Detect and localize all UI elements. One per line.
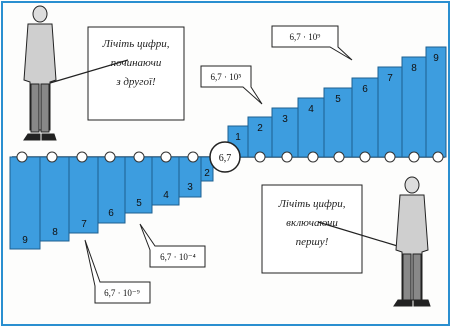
right-bar-7	[377, 66, 403, 158]
bubble-left-line3: з другої!	[116, 76, 156, 88]
right-bar-6	[351, 77, 379, 158]
right-digits: 1 2 3 4 5 6 7 8 9	[235, 53, 439, 143]
right-bar-4	[297, 97, 325, 158]
scale-label-top-mid: 6,7 · 10⁵	[211, 72, 242, 82]
right-digit: 5	[335, 94, 341, 105]
right-digit: 3	[282, 114, 288, 125]
right-digit: 9	[433, 53, 439, 64]
callout-bottom-left: 6,7 · 10⁻⁹	[84, 239, 151, 304]
left-bar-8	[200, 156, 214, 182]
left-digit: 7	[81, 219, 87, 230]
bubble-right-line3: першу!	[295, 236, 329, 248]
right-digit: 2	[257, 123, 263, 134]
left-digit: 9	[22, 235, 28, 246]
figure-left	[23, 5, 57, 141]
left-digit: 6	[108, 208, 114, 219]
left-digit: 8	[52, 227, 58, 238]
callout-top-mid: 6,7 · 10⁵	[200, 65, 263, 105]
left-digit: 5	[136, 198, 142, 209]
pointer-right	[317, 221, 405, 249]
scale-label-top-right: 6,7 · 10⁹	[290, 32, 321, 42]
center-value: 6,7	[219, 153, 232, 164]
right-digit: 6	[362, 84, 368, 95]
speech-bubble-left-text: Лічіть цифри, починаючи з другої!	[90, 35, 182, 92]
left-digit: 3	[187, 182, 193, 193]
right-bar-8	[401, 56, 427, 158]
scale-label-bottom-left: 6,7 · 10⁻⁹	[104, 288, 140, 298]
bubble-right-line1: Лічіть цифри,	[278, 198, 346, 210]
left-bar-1	[9, 156, 41, 250]
right-digit: 8	[411, 63, 417, 74]
left-digits: 9 8 7 6 5 4 3 2	[22, 168, 210, 246]
speech-bubble-right-text: Лічіть цифри, включаючи першу!	[264, 195, 360, 252]
left-bars	[9, 156, 214, 250]
right-digit: 1	[235, 132, 241, 143]
right-digit: 4	[308, 104, 314, 115]
figure-right	[393, 176, 431, 307]
bubble-left-line1: Лічіть цифри,	[102, 38, 170, 50]
speech-bubble-left	[87, 26, 185, 121]
callout-bottom-mid: 6,7 · 10⁻⁴	[139, 223, 206, 268]
pointer-left	[49, 59, 129, 84]
callout-top-right: 6,7 · 10⁹	[271, 25, 353, 61]
left-digit: 4	[163, 190, 169, 201]
bubble-left-line2: починаючи	[110, 57, 162, 69]
right-bar-3	[271, 107, 299, 158]
left-digit: 2	[204, 168, 210, 179]
axis-dots	[16, 151, 444, 163]
speech-bubble-right	[261, 184, 363, 274]
center-circle	[209, 141, 241, 173]
right-bars	[227, 46, 447, 158]
right-digit: 7	[387, 73, 393, 84]
scale-label-bottom-mid: 6,7 · 10⁻⁴	[160, 252, 196, 262]
bubble-right-line2: включаючи	[286, 217, 338, 229]
